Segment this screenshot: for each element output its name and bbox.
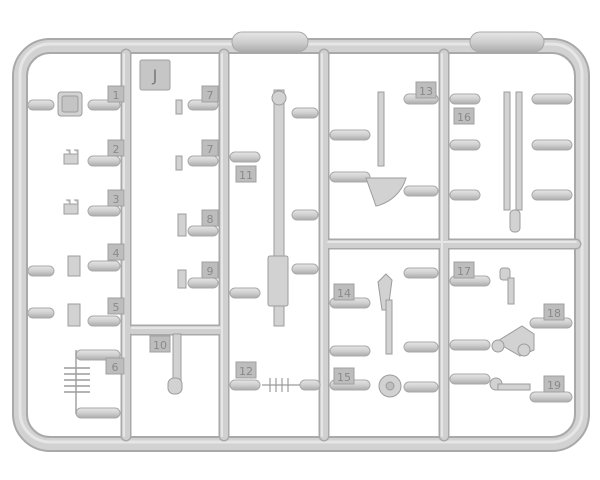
tag-17: 17: [457, 265, 471, 278]
tag-10: 10: [153, 339, 167, 352]
part-number-tags: 1 2 3 4 5 6 7 7 8 9 10 11 12 13 14 15 16…: [105, 81, 565, 393]
part-8-pin: [177, 213, 187, 237]
tag-12: 12: [239, 365, 253, 378]
tag-13: 13: [419, 85, 433, 98]
gate-tab-right: [469, 31, 545, 53]
part-17-hook: [499, 267, 515, 305]
tag-3: 3: [113, 193, 120, 206]
tag-8: 8: [207, 213, 214, 226]
part-9-pin: [177, 269, 187, 289]
tag-11: 11: [239, 169, 253, 182]
tag-18: 18: [547, 307, 561, 320]
part-13-sector: [365, 91, 407, 207]
part-14-linkage: [377, 273, 393, 355]
part-16-rods: [503, 91, 523, 233]
tag-7: 7: [207, 89, 214, 102]
tag-5: 5: [113, 301, 120, 314]
part-5-bracket: [67, 303, 81, 327]
tag-2: 2: [113, 143, 120, 156]
part-18-plate: [491, 325, 535, 357]
part-7-pin: [175, 99, 183, 115]
part-7b-pin: [175, 155, 183, 171]
sprue-letter-plate: J: [139, 59, 171, 91]
part-12-spring: [262, 378, 300, 392]
tag-19: 19: [547, 379, 561, 392]
part-1-housing: [57, 91, 83, 117]
tag-4: 4: [113, 247, 120, 260]
part-19-crank: [489, 377, 531, 391]
part-10-lever: [167, 333, 183, 395]
tag-1: 1: [113, 89, 120, 102]
part-15-wheel: [378, 374, 402, 398]
tag-16: 16: [457, 111, 471, 124]
part-6-spring: [64, 350, 90, 414]
gate-tab-left: [231, 31, 309, 53]
parts: [57, 89, 535, 414]
tag-9: 9: [207, 265, 214, 278]
tag-14: 14: [337, 287, 351, 300]
tag-7b: 7: [207, 143, 214, 156]
part-3-bracket: [63, 199, 79, 215]
part-11-barrel: [267, 89, 289, 327]
tag-15: 15: [337, 371, 351, 384]
part-2-bracket: [63, 149, 79, 165]
internal-runners: [120, 48, 582, 442]
part-4-bracket: [67, 255, 81, 277]
sprue-letter: J: [152, 66, 158, 85]
tag-6: 6: [112, 361, 119, 374]
